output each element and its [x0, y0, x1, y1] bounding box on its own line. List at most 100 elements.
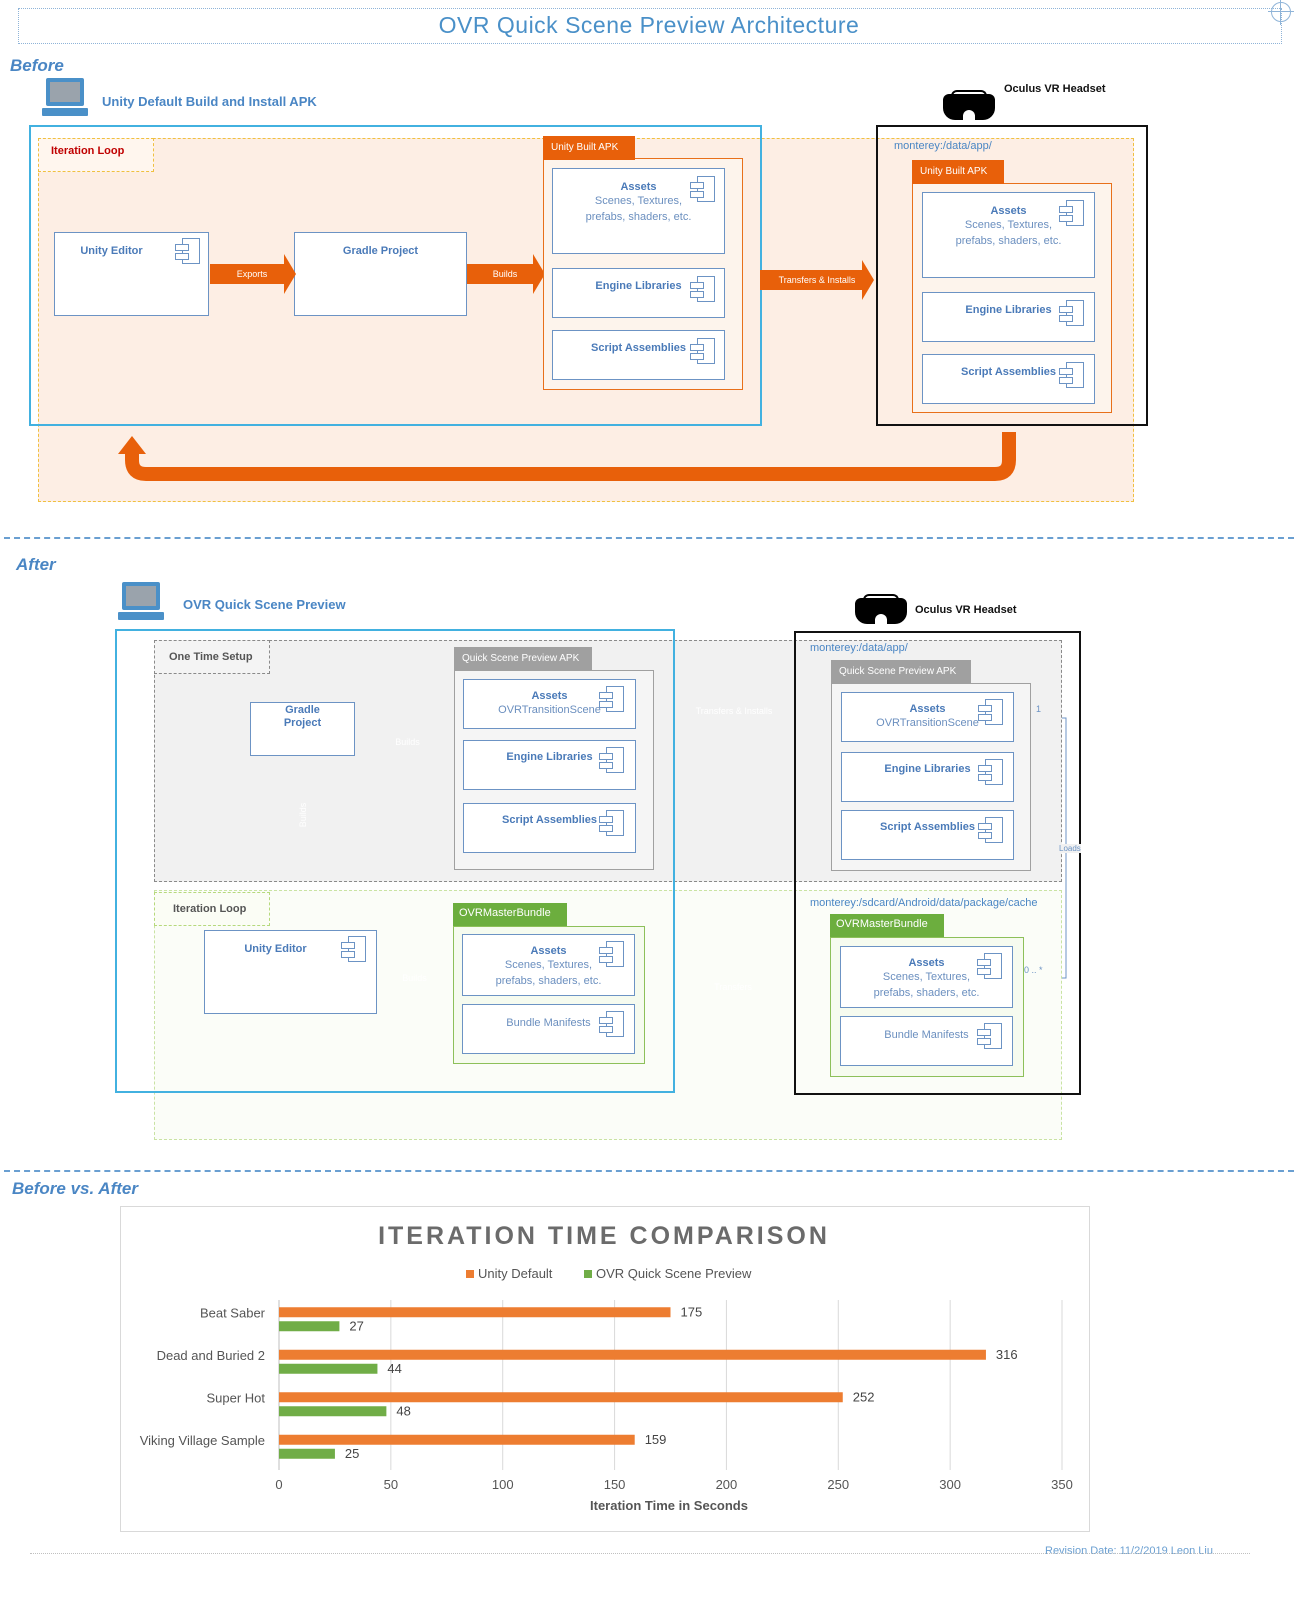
x-tick-label-3: 150: [604, 1477, 626, 1492]
before-tool-title: Unity Default Build and Install APK: [102, 94, 317, 109]
device-qsp-assets-label: Assets: [909, 703, 946, 715]
before-gradle-project-box: Gradle Project: [294, 232, 467, 316]
device-script-assemblies-label: Script Assemblies: [961, 366, 1056, 378]
unity-editor-label: Unity Editor: [80, 245, 143, 257]
after-iteration-loop-tag: Iteration Loop: [154, 892, 270, 926]
legend-item-1: OVR Quick Scene Preview: [584, 1266, 751, 1281]
device-engine-libraries-label: Engine Libraries: [965, 304, 1052, 316]
x-tick-label-0: 0: [275, 1477, 282, 1492]
category-label-3: Viking Village Sample: [140, 1433, 265, 1448]
device-bundle-manifests-label: Bundle Manifests: [884, 1029, 969, 1041]
before-loop-arrowhead: [118, 436, 146, 454]
legend-label-0: Unity Default: [478, 1266, 553, 1281]
component-icon: [341, 936, 366, 962]
component-icon: [978, 817, 1003, 843]
laptop-icon: [42, 78, 88, 118]
x-tick-label-4: 200: [716, 1477, 738, 1492]
category-label-2: Super Hot: [206, 1390, 265, 1405]
after-gradle-label-1: Gradle: [285, 704, 320, 716]
data-label-1-0: 27: [349, 1318, 363, 1333]
exports-arrow: [210, 254, 296, 294]
multiplicity-many: 0 .. *: [1024, 965, 1043, 975]
data-label-1-3: 25: [345, 1446, 359, 1461]
builds-label: Builds: [492, 269, 518, 279]
category-label-1: Dead and Buried 2: [157, 1348, 265, 1363]
bundle-tab: OVRMasterBundle: [453, 903, 567, 926]
component-icon: [1059, 362, 1084, 388]
engine-libraries-label: Engine Libraries: [595, 280, 682, 292]
component-icon: [690, 338, 715, 364]
bar-1-0: [279, 1321, 340, 1332]
component-icon: [175, 238, 200, 264]
bar-0-0: [279, 1307, 671, 1318]
section-divider: [4, 537, 1294, 539]
device-qsp-transition-scene: OVRTransitionScene: [876, 717, 979, 729]
after-builds-label: Builds: [395, 737, 420, 747]
vr-headset-icon: [943, 90, 995, 120]
x-tick-label-7: 350: [1051, 1477, 1073, 1492]
after-builds-green-label: Builds: [402, 973, 427, 983]
device-qsp-apk-tab: Quick Scene Preview APK: [831, 660, 971, 684]
after-headset-frame: [794, 631, 1081, 1095]
before-assets-component: Assets Scenes, Textures, prefabs, shader…: [552, 168, 725, 254]
legend-item-0: Unity Default: [466, 1266, 552, 1281]
bar-0-2: [279, 1392, 843, 1403]
bar-1-3: [279, 1448, 335, 1459]
bar-0-3: [279, 1434, 635, 1445]
qsp-assets-component: Assets OVRTransitionScene: [463, 679, 636, 729]
device-bundle-assets-sub-1: Scenes, Textures,: [882, 971, 971, 983]
data-label-0-1: 316: [996, 1347, 1018, 1362]
x-tick-label-5: 250: [827, 1477, 849, 1492]
device-bundle-assets-sub-2: prefabs, shaders, etc.: [873, 987, 980, 999]
legend-label-1: OVR Quick Scene Preview: [596, 1266, 752, 1281]
before-device-path: monterey:/data/app/: [894, 140, 992, 152]
after-gradle-label-2: Project: [283, 717, 322, 729]
after-tool-title: OVR Quick Scene Preview: [183, 597, 346, 612]
before-iteration-loop-tag: Iteration Loop: [38, 138, 154, 172]
before-loop-arrow: [125, 432, 1016, 481]
builds-arrow: [467, 254, 545, 294]
data-label-0-3: 159: [645, 1432, 667, 1447]
transfers-installs-arrow: [760, 260, 874, 300]
qsp-apk-tab: Quick Scene Preview APK: [454, 647, 592, 671]
title-frame: [18, 8, 1282, 44]
laptop-icon: [118, 582, 164, 622]
component-icon: [978, 699, 1003, 725]
data-label-0-0: 175: [681, 1304, 703, 1319]
legend-swatch-1: [584, 1270, 592, 1278]
legend-swatch-0: [466, 1270, 474, 1278]
category-label-0: Beat Saber: [200, 1305, 266, 1320]
before-section-label: Before: [10, 56, 64, 75]
after-section-label: After: [16, 555, 56, 574]
after-headset-label: Oculus VR Headset: [915, 604, 1017, 616]
assets-sub-2: prefabs, shaders, etc.: [585, 211, 692, 223]
bundle-assets-sub-1: Scenes, Textures,: [504, 959, 593, 971]
component-icon: [599, 810, 624, 836]
script-assemblies-label: Script Assemblies: [591, 342, 686, 354]
bundle-manifests-label: Bundle Manifests: [506, 1017, 591, 1029]
component-icon: [690, 276, 715, 302]
bar-1-2: [279, 1406, 387, 1417]
data-label-0-2: 252: [853, 1389, 875, 1404]
component-icon: [599, 686, 624, 712]
before-headset-frame: [876, 125, 1148, 426]
device-assets-sub-1: Scenes, Textures,: [964, 219, 1053, 231]
device-assets-label: Assets: [990, 205, 1027, 217]
comparison-section-label: Before vs. After: [12, 1179, 138, 1198]
after-device-path: monterey:/data/app/: [810, 642, 908, 654]
component-icon: [599, 1011, 624, 1037]
chart-title: ITERATION TIME COMPARISON: [378, 1222, 830, 1250]
qsp-script-assemblies-label: Script Assemblies: [502, 814, 597, 826]
after-transfers-label: Transfers: [714, 982, 752, 992]
bundle-assets-sub-2: prefabs, shaders, etc.: [495, 975, 602, 987]
x-tick-label-1: 50: [384, 1477, 398, 1492]
assets-sub-1: Scenes, Textures,: [594, 195, 683, 207]
before-headset-label: Oculus VR Headset: [1004, 83, 1106, 95]
after-dev-machine-frame: [115, 629, 675, 1093]
crosshair-icon: [1268, 0, 1294, 25]
after-transfers-installs-label: Transfers & Installs: [695, 706, 773, 716]
before-apk-tab: Unity Built APK: [543, 136, 635, 160]
after-unity-editor-label: Unity Editor: [244, 943, 307, 955]
component-icon: [599, 747, 624, 773]
qsp-transition-scene: OVRTransitionScene: [498, 704, 601, 716]
